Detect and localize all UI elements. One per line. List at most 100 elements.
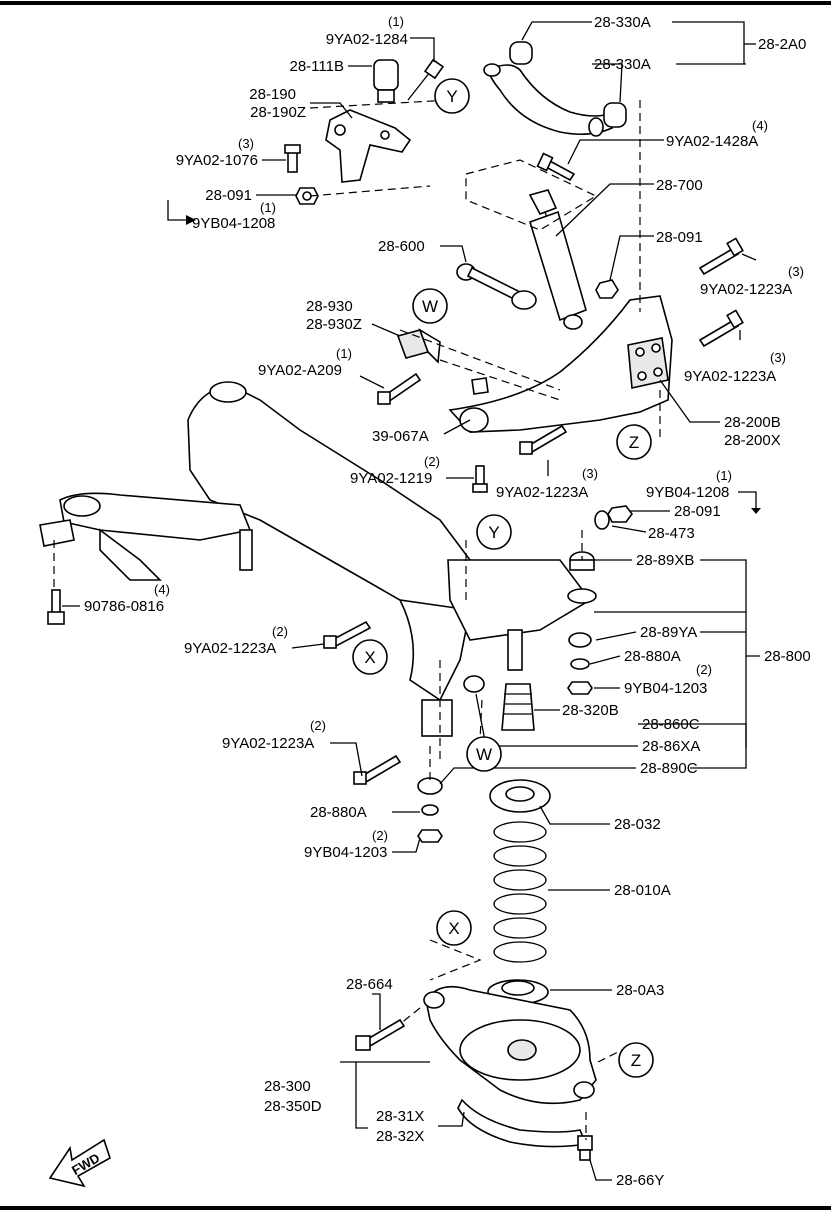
- mount-stack-lower-drawing: [417, 675, 485, 843]
- label-9ya02-1076: 9YA02-1076: [176, 152, 258, 169]
- label-28-190: 28-190: [249, 86, 296, 103]
- fwd-arrow: FWD: [48, 1138, 111, 1188]
- arrowhead-1208-b: [751, 508, 761, 514]
- bushing-930-drawing: [396, 328, 441, 364]
- lower-cover-drawing: [457, 1098, 588, 1148]
- spring-seat-upper-drawing: [489, 779, 551, 813]
- leader-lines: [62, 21, 760, 1181]
- callout-y-top: Y: [434, 78, 470, 114]
- label-90786-0816: 90786-0816: [84, 598, 164, 615]
- bolt-1219-drawing: [472, 465, 488, 493]
- label-28-190z: 28-190Z: [250, 104, 306, 121]
- label-28-930z: 28-930Z: [306, 316, 362, 333]
- label-28-800: 28-800: [764, 648, 811, 665]
- qty-1428: (4): [752, 118, 768, 133]
- qty-1284: (1): [388, 14, 404, 29]
- label-28-31x: 28-31X: [376, 1108, 424, 1125]
- bolt-664-drawing: [355, 1018, 406, 1051]
- label-28-860c: 28-860C: [642, 716, 700, 733]
- callout-x-mid: X: [352, 639, 388, 675]
- label-28-350d: 28-350D: [264, 1098, 322, 1115]
- label-9ya02-1223a-e: 9YA02-1223A: [222, 735, 314, 752]
- label-28-700: 28-700: [656, 177, 703, 194]
- label-28-320b: 28-320B: [562, 702, 619, 719]
- bushing-39-067a-drawing: [471, 377, 489, 395]
- label-28-2a0: 28-2A0: [758, 36, 806, 53]
- label-28-880a-b: 28-880A: [310, 804, 367, 821]
- label-28-664: 28-664: [346, 976, 393, 993]
- nut-091-b-drawing: [595, 279, 619, 299]
- label-9ya02-1284: 9YA02-1284: [326, 31, 408, 48]
- bracket-drawing: [325, 109, 412, 183]
- qty-1223-d: (2): [272, 624, 288, 639]
- bolt-1223a-c-drawing: [519, 424, 568, 455]
- label-28-930: 28-930: [306, 298, 353, 315]
- bolt-0816-drawing: [47, 589, 65, 625]
- qty-1223-e: (2): [310, 718, 326, 733]
- qty-1076: (3): [238, 136, 254, 151]
- upper-arm-drawing: [483, 41, 627, 137]
- label-28-010a: 28-010A: [614, 882, 671, 899]
- label-28-86xa: 28-86XA: [642, 738, 700, 755]
- qty-1223-c: (3): [582, 466, 598, 481]
- label-9ya02-1219: 9YA02-1219: [350, 470, 432, 487]
- label-39-067a: 39-067A: [372, 428, 429, 445]
- label-28-032: 28-032: [614, 816, 661, 833]
- label-28-111b: 28-111B: [290, 58, 345, 75]
- arrowhead-1208-a: [186, 215, 196, 225]
- nut-66y-drawing: [577, 1135, 593, 1161]
- shock-absorber-drawing: [528, 189, 587, 330]
- svg-text:X: X: [448, 919, 459, 938]
- lateral-link-drawing: [456, 263, 537, 310]
- qty-1219: (2): [424, 454, 440, 469]
- qty-1203-b: (2): [372, 828, 388, 843]
- coil-spring-drawing: [493, 821, 547, 963]
- callout-z-mid: Z: [616, 424, 652, 460]
- bolt-a209-drawing: [377, 372, 422, 405]
- part-labels: (1) 9YA02-1284 28-111B 28-190 28-190Z (3…: [84, 14, 811, 1189]
- callout-w-mid: W: [412, 288, 448, 324]
- label-28-600: 28-600: [378, 238, 425, 255]
- svg-text:Z: Z: [631, 1051, 641, 1070]
- bolt-1428a-drawing: [536, 152, 576, 182]
- qty-1203-a: (2): [696, 662, 712, 677]
- lower-arm-drawing: [423, 985, 597, 1105]
- nut-091-a-drawing: [295, 187, 319, 205]
- nut-091-c-drawing: [607, 505, 633, 523]
- bump-rod-drawing: [501, 629, 535, 731]
- qty-1223-a: (3): [788, 264, 804, 279]
- qty-0816: (4): [154, 582, 170, 597]
- label-9ya02-1223a-c: 9YA02-1223A: [496, 484, 588, 501]
- label-28-200x: 28-200X: [724, 432, 781, 449]
- qty-a209: (1): [336, 346, 352, 361]
- label-9ya02-1223a-a: 9YA02-1223A: [700, 281, 792, 298]
- label-9ya02-1223a-d: 9YA02-1223A: [184, 640, 276, 657]
- label-28-330a-b: 28-330A: [594, 56, 651, 73]
- bolt-1223a-a-drawing: [698, 237, 744, 276]
- trailing-arm-drawing: [448, 295, 673, 433]
- svg-text:W: W: [422, 297, 438, 316]
- label-28-091-a: 28-091: [205, 187, 252, 204]
- label-28-32x: 28-32X: [376, 1128, 424, 1145]
- label-9yb04-1208-b: 9YB04-1208: [646, 484, 729, 501]
- label-9ya02-1428a: 9YA02-1428A: [666, 133, 758, 150]
- bolt-1076-drawing: [284, 144, 301, 173]
- qty-1223-b: (3): [770, 350, 786, 365]
- label-9yb04-1203-a: 9YB04-1203: [624, 680, 707, 697]
- label-28-66y: 28-66Y: [616, 1172, 664, 1189]
- label-9ya02-a209: 9YA02-A209: [258, 362, 342, 379]
- label-28-890c: 28-890C: [640, 760, 698, 777]
- bolt-1223a-e-drawing: [353, 754, 402, 785]
- label-28-200b: 28-200B: [724, 414, 781, 431]
- label-28-473: 28-473: [648, 525, 695, 542]
- qty-9yb04-1208-a: (1): [260, 200, 276, 215]
- svg-text:Z: Z: [629, 433, 639, 452]
- mount-stack-upper-drawing: [567, 551, 597, 695]
- label-9yb04-1208-a: 9YB04-1208: [192, 215, 275, 232]
- callout-y-mid: Y: [476, 514, 512, 550]
- bolt-1223a-b-drawing: [698, 309, 744, 348]
- qty-9yb04-1208-b: (1): [716, 468, 732, 483]
- svg-text:Y: Y: [446, 87, 457, 106]
- bumper-stop-drawing: [373, 59, 399, 103]
